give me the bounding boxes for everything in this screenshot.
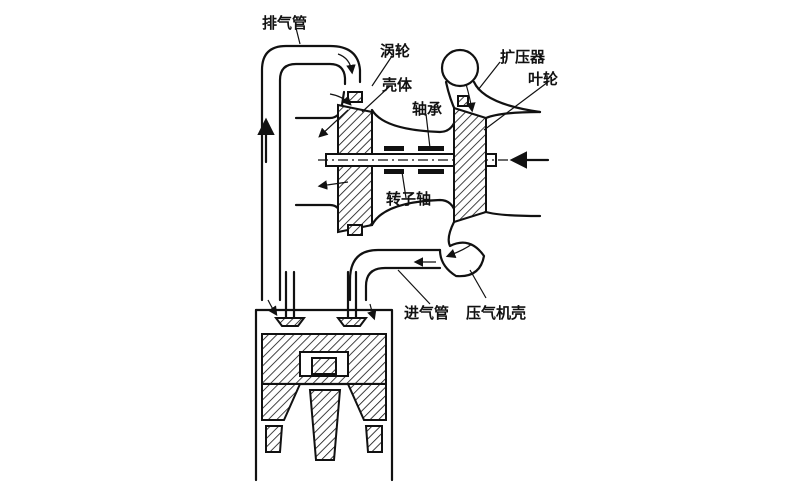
piston bbox=[260, 333, 388, 461]
label-exhaust-pipe: 排气管 bbox=[262, 14, 307, 32]
engine-cylinder bbox=[254, 270, 394, 482]
intake-pipe bbox=[348, 248, 442, 302]
leader-lines bbox=[295, 27, 549, 305]
label-rotor-shaft: 转子轴 bbox=[386, 190, 431, 208]
exhaust-valve bbox=[274, 270, 306, 327]
label-impeller: 叶轮 bbox=[528, 70, 558, 88]
label-diffuser: 扩压器 bbox=[500, 48, 546, 66]
label-compressor-housing: 压气机壳 bbox=[466, 304, 526, 322]
exhaust-pipe bbox=[257, 44, 362, 302]
label-housing: 壳体 bbox=[381, 76, 413, 94]
intake-valve bbox=[336, 270, 368, 327]
label-intake-pipe: 进气管 bbox=[404, 304, 449, 322]
bearing bbox=[384, 146, 404, 151]
label-bearing: 轴承 bbox=[412, 100, 442, 118]
turbine-assembly bbox=[294, 90, 373, 236]
label-turbine: 涡轮 bbox=[380, 42, 410, 60]
